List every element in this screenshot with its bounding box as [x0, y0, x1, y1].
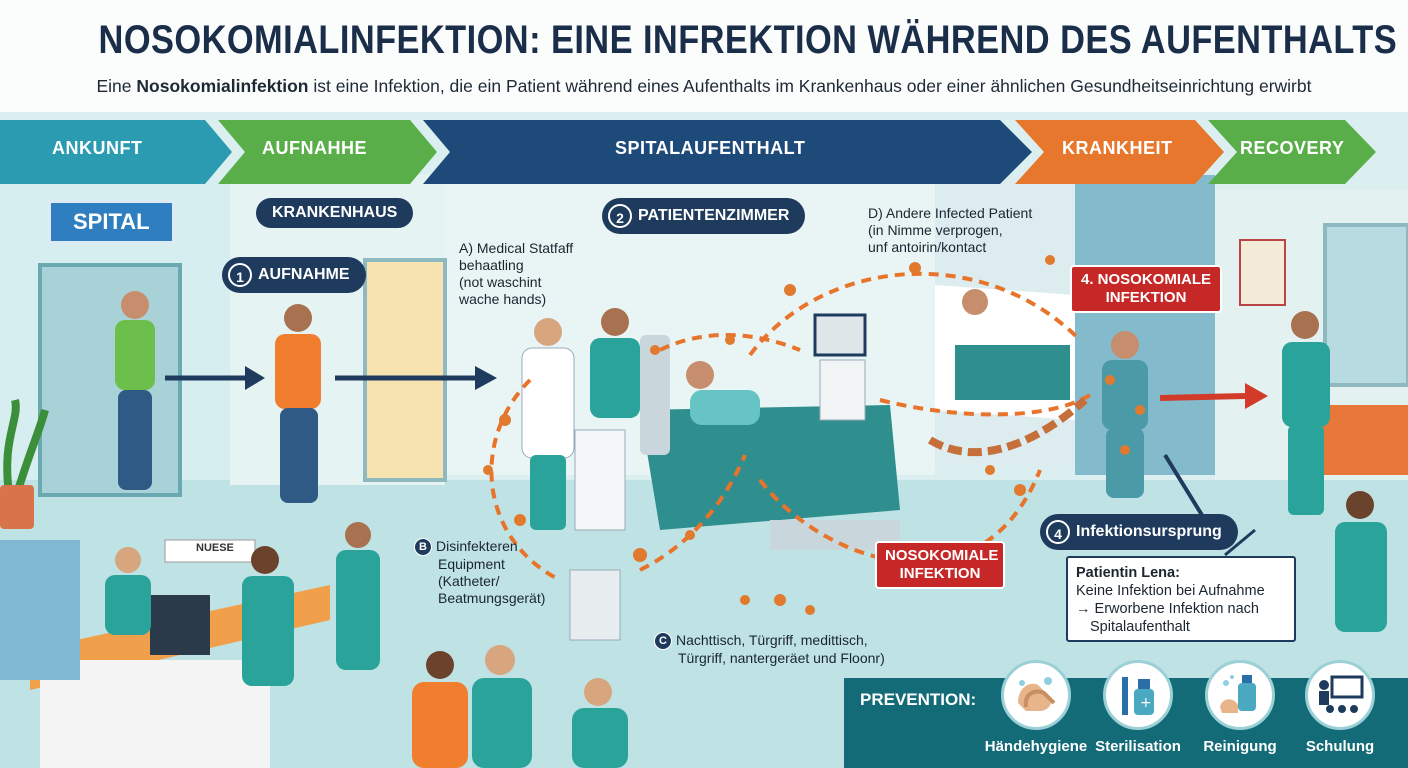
medical-staff-nurse — [590, 308, 640, 418]
spray-bottle-icon: + — [1103, 660, 1173, 730]
patient-lena-bed — [686, 361, 760, 425]
krankenhaus-sign: KRANKENHAUS — [256, 198, 414, 228]
stage-label-spitalaufenthalt: SPITALAUFENTHALT — [615, 138, 806, 158]
patient-line-1: Keine Infektion bei Aufnahme — [1076, 583, 1265, 599]
step-number-4: 4 — [1046, 520, 1070, 544]
monitor — [150, 595, 210, 655]
prevention-title: PREVENTION: — [860, 690, 977, 709]
curtain — [1075, 175, 1215, 475]
page-title: NOSOKOMIALINFEKTION: EINE INFREKTION WÄH… — [98, 18, 1398, 62]
origin-pointer — [1163, 453, 1207, 522]
prevention-item-cleaning: Reinigung — [1185, 660, 1295, 755]
step-number-2: 2 — [608, 204, 632, 228]
stage-arrow-aufnahme — [218, 120, 437, 184]
patient-name: Patientin Lena: — [1076, 565, 1180, 581]
flow-arrow-2 — [335, 366, 497, 390]
spital-sign: SPITAL — [48, 200, 175, 244]
staff-reception — [105, 522, 380, 686]
prevention-item-training: Schulung — [1285, 660, 1395, 755]
medical-staff-doctor — [521, 318, 575, 530]
infection-chain — [927, 397, 1088, 457]
stage-arrow-spitalaufenthalt — [423, 120, 1032, 184]
equipment-cart — [569, 569, 621, 641]
stage-arrow-krankheit — [1015, 120, 1224, 184]
letter-b: B — [414, 538, 432, 557]
wall-map — [1239, 239, 1286, 306]
person-arrival — [115, 291, 155, 490]
person-admission — [275, 304, 321, 503]
patient-info-box: Patientin Lena: Keine Infektion bei Aufn… — [1066, 556, 1296, 642]
admission-window — [363, 258, 447, 482]
box-pointer — [1224, 528, 1256, 557]
training-icon — [1305, 660, 1375, 730]
letter-c: C — [654, 632, 672, 651]
header: NOSOKOMIALINFEKTION: EINE INFREKTION WÄH… — [0, 0, 1408, 112]
note-other-patient: D) Andere Infected Patient(in Nimme verp… — [868, 205, 1033, 255]
page-subtitle: Eine Nosokomialinfektion ist eine Infekt… — [96, 76, 1312, 96]
ventilator — [819, 359, 866, 421]
flow-arrow-recovery — [1159, 383, 1268, 409]
germ-particles — [483, 255, 1145, 615]
step-number-1: 1 — [228, 263, 252, 287]
stage-arrow-ankunft — [0, 120, 232, 184]
hand-washing-icon — [1001, 660, 1071, 730]
infection-spread-paths — [489, 271, 1092, 582]
stage-label-aufnahme: AUFNAHHE — [262, 138, 367, 158]
nurse-recovery — [1282, 311, 1330, 515]
patient-bed — [640, 405, 900, 530]
stage-timeline — [0, 120, 1376, 184]
stage-label-krankheit: KRANKHEIT — [1062, 138, 1173, 158]
patient-monitor — [813, 313, 867, 357]
patient-line-2: → Erworbene Infektion nach — [1076, 601, 1259, 617]
flow-arrow-1 — [165, 366, 265, 390]
staff-bottom-right — [1335, 491, 1387, 632]
entrance-door — [38, 263, 182, 497]
soap-dispenser-icon — [1205, 660, 1275, 730]
other-bed-blanket — [955, 345, 1070, 400]
stage-label-ankunft: ANKUNFT — [52, 138, 143, 158]
bedside-cart — [574, 429, 626, 531]
shelves — [0, 540, 80, 680]
stage-label-recovery: RECOVERY — [1240, 138, 1345, 158]
recovery-window — [1323, 223, 1408, 387]
prevention-item-hand-hygiene: Händehygiene — [981, 660, 1091, 755]
stage-arrow-recovery — [1208, 120, 1376, 184]
other-patient-head — [962, 289, 988, 315]
patient-line-3: Spitalaufenthalt — [1090, 619, 1190, 635]
plant-pot — [0, 485, 34, 529]
bed-headboard — [640, 335, 670, 455]
prevention-item-sterilisation: + Sterilisation — [1083, 660, 1193, 755]
nurse-desk-label: NUESE — [196, 542, 234, 554]
staff-bottom-group — [412, 645, 628, 768]
svg-text:+: + — [1140, 695, 1152, 711]
